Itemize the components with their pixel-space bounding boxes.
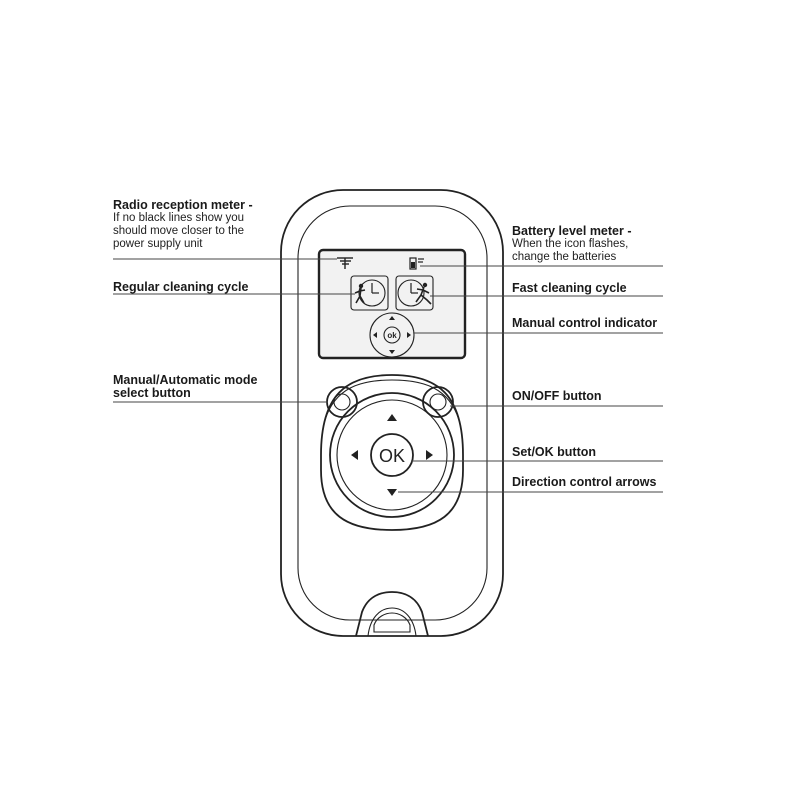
- label-direction-title: Direction control arrows: [512, 475, 657, 489]
- control-housing: [320, 374, 464, 531]
- label-regular-title: Regular cleaning cycle: [113, 280, 249, 294]
- label-radio-line-1: If no black lines show you: [113, 212, 245, 224]
- label-direction-arrows: Direction control arrows: [512, 476, 656, 489]
- arrow-up-icon[interactable]: [387, 414, 397, 421]
- label-on-off: ON/OFF button: [512, 390, 602, 403]
- label-mode-line-1: Manual/Automatic mode: [113, 373, 258, 387]
- label-manual-control: Manual control indicator: [512, 317, 657, 330]
- ok-button[interactable]: [370, 433, 414, 477]
- arrow-right-icon[interactable]: [426, 450, 433, 460]
- manual-control-indicator: [369, 312, 415, 358]
- fast-cycle-icon: [395, 275, 434, 311]
- battery-icon: [409, 257, 424, 270]
- arrow-left-icon[interactable]: [351, 450, 358, 460]
- label-radio-line-3: power supply unit: [113, 238, 203, 250]
- label-battery-meter: Battery level meter - When the icon flas…: [512, 225, 632, 264]
- label-mode-line-2: select button: [113, 386, 191, 400]
- label-fast-cycle: Fast cleaning cycle: [512, 282, 627, 295]
- arrow-down-icon[interactable]: [387, 489, 397, 496]
- direction-pad[interactable]: [329, 392, 455, 518]
- label-battery-title: Battery level meter -: [512, 224, 632, 238]
- label-setok-title: Set/OK button: [512, 445, 597, 459]
- label-regular-cycle: Regular cleaning cycle: [113, 281, 248, 294]
- lanyard-loop: [355, 591, 429, 637]
- label-battery-line-1: When the icon flashes,: [512, 238, 629, 250]
- label-manual-title: Manual control indicator: [512, 316, 658, 330]
- label-radio-line-2: should move closer to the: [113, 225, 245, 237]
- label-mode-select: Manual/Automatic mode select button: [113, 374, 257, 400]
- label-onoff-title: ON/OFF button: [512, 389, 602, 403]
- screen-ok-label: ok: [387, 331, 397, 340]
- lcd-screen: [317, 248, 467, 360]
- regular-cycle-icon: [350, 275, 389, 311]
- radio-signal-icon: [337, 257, 353, 269]
- label-set-ok: Set/OK button: [512, 446, 596, 459]
- label-radio-title: Radio reception meter -: [113, 198, 253, 212]
- label-radio-reception: Radio reception meter - If no black line…: [113, 199, 253, 251]
- ok-button-label: OK: [379, 446, 405, 466]
- label-fast-title: Fast cleaning cycle: [512, 281, 627, 295]
- remote-body: [280, 189, 504, 637]
- leader-lines: [113, 258, 663, 493]
- label-battery-line-2: change the batteries: [512, 251, 617, 263]
